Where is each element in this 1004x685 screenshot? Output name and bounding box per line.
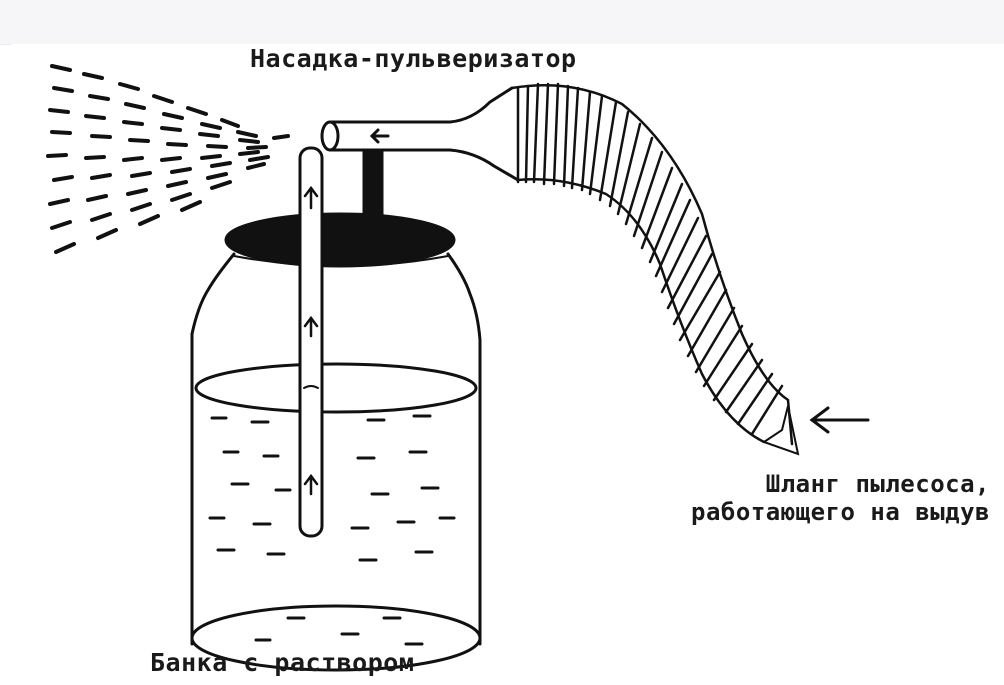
jar-label: Банка с раствором <box>150 648 415 677</box>
vacuum-hose <box>510 82 800 456</box>
airflow-arrow <box>809 406 870 434</box>
nozzle-label: Насадка-пульверизатор <box>250 44 577 73</box>
spray-nozzle <box>320 86 520 182</box>
jar <box>190 212 482 672</box>
liquid-dashes <box>208 414 456 646</box>
top-band <box>0 0 1004 45</box>
jar-lid <box>224 212 456 268</box>
spray-mist <box>46 64 290 254</box>
jar-bottom <box>190 604 482 672</box>
hose-label-line1: Шланг пылесоса, <box>765 470 990 498</box>
hose-label: Шланг пылесоса, работающего на выдув <box>563 470 990 526</box>
diagram-svg <box>46 64 870 672</box>
diagram: Насадка-пульверизатор <box>12 44 1004 685</box>
hose-label-line2: работающего на выдув <box>691 498 990 526</box>
suction-tube <box>298 146 324 538</box>
liquid-surface <box>194 362 478 414</box>
